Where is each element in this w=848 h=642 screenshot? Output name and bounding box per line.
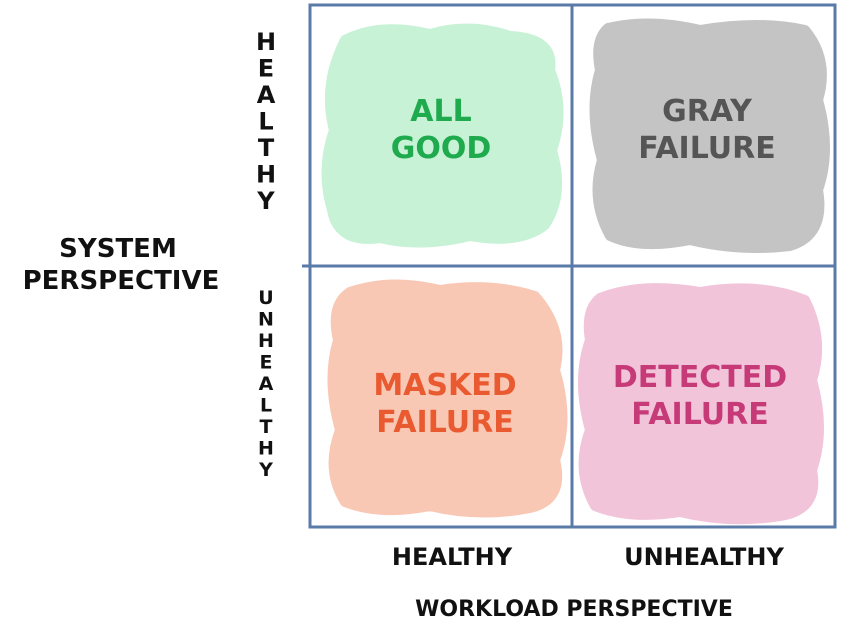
- quadrant-masked-failure-line1: MASKED: [373, 368, 516, 403]
- y-top-label-letter: L: [258, 108, 273, 136]
- y-top-label-letter: H: [256, 161, 276, 189]
- y-bottom-label-letter: E: [260, 352, 273, 374]
- y-top-label-letter: A: [257, 81, 276, 109]
- x-axis-unhealthy-label: UNHEALTHY: [624, 543, 784, 571]
- y-axis-healthy-label: HEALTHY: [256, 28, 276, 215]
- y-top-label-letter: E: [258, 55, 274, 83]
- y-top-label-letter: Y: [256, 187, 275, 215]
- quadrant-detected-failure-blob: [578, 283, 824, 525]
- quadrant-gray-failure-line2: FAILURE: [638, 131, 775, 166]
- y-bottom-label-letter: Y: [258, 459, 273, 481]
- y-bottom-label-letter: U: [258, 287, 273, 309]
- y-axis-title-line2: PERSPECTIVE: [23, 266, 220, 296]
- y-bottom-label-letter: L: [260, 395, 272, 417]
- y-top-label-letter: T: [258, 134, 275, 162]
- y-top-label-letter: H: [256, 28, 276, 56]
- y-axis-title-line1: SYSTEM: [59, 234, 177, 264]
- y-bottom-label-letter: N: [258, 309, 274, 331]
- quadrant-gray-failure-line1: GRAY: [662, 94, 753, 129]
- quadrant-all-good-blob: [321, 23, 564, 248]
- quadrant-detected-failure-line1: DETECTED: [613, 360, 787, 395]
- quadrant-all-good-line2: GOOD: [391, 131, 492, 166]
- y-bottom-label-letter: H: [258, 438, 274, 460]
- y-axis-unhealthy-label: UNHEALTHY: [258, 287, 274, 481]
- y-bottom-label-letter: T: [260, 416, 273, 438]
- quadrant-all-good-line1: ALL: [410, 94, 471, 129]
- quadrant-masked-failure-blob: [327, 279, 568, 518]
- quadrant-masked-failure-line2: FAILURE: [376, 405, 513, 440]
- quadrant-detected-failure-line2: FAILURE: [631, 397, 768, 432]
- quadrant-gray-failure-blob: [589, 18, 830, 253]
- y-bottom-label-letter: H: [258, 330, 274, 352]
- x-axis-title: WORKLOAD PERSPECTIVE: [415, 597, 733, 622]
- x-axis-healthy-label: HEALTHY: [392, 543, 513, 571]
- y-bottom-label-letter: A: [259, 373, 274, 395]
